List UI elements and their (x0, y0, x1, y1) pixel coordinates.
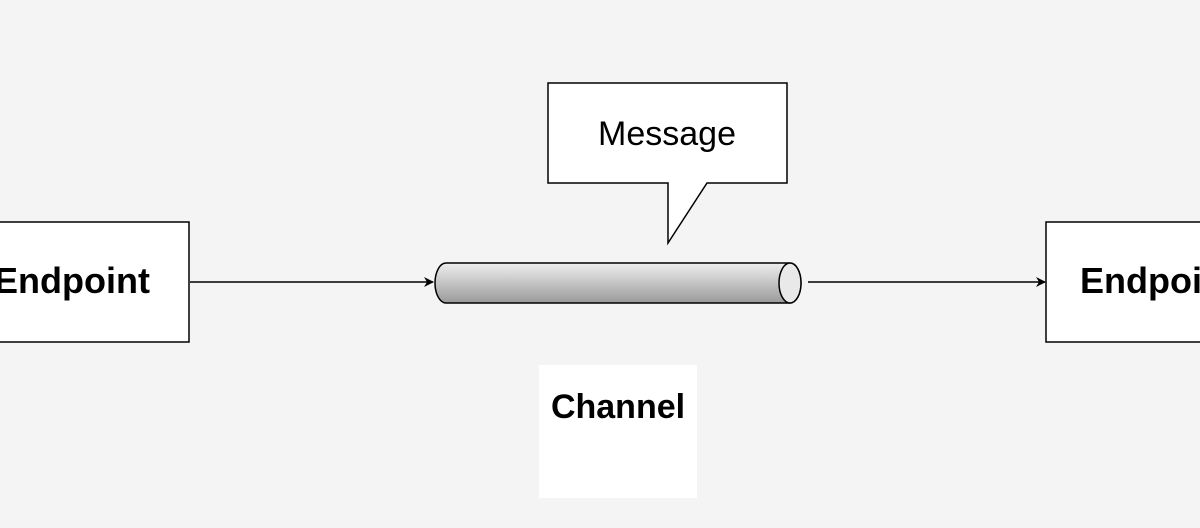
right-endpoint-box: Endpoint (1045, 221, 1200, 343)
channel-label-box: Channel (539, 365, 697, 498)
left-endpoint-label: Endpoint (0, 260, 150, 301)
right-endpoint-label: Endpoint (1080, 260, 1200, 301)
channel-label: Channel (551, 388, 685, 426)
message-label: Message (598, 115, 736, 153)
channel-pipe (434, 262, 802, 304)
message-callout: Message (547, 82, 788, 246)
left-endpoint-box: Endpoint (0, 221, 190, 343)
